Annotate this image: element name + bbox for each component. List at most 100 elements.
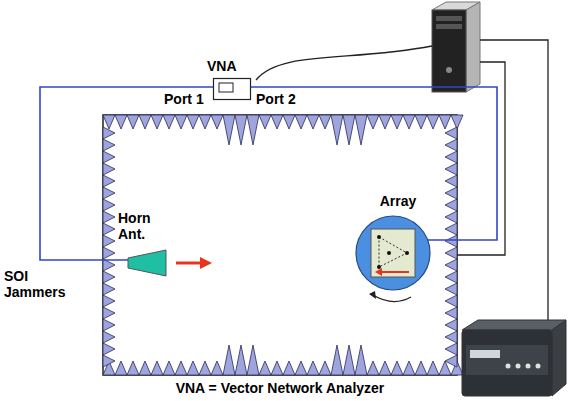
element — [377, 235, 381, 239]
absorber-spike — [445, 283, 457, 295]
absorber-spike — [271, 115, 283, 129]
absorber-spike — [439, 115, 451, 129]
absorber-spike — [103, 199, 115, 211]
absorber-spike — [445, 247, 457, 259]
source-label: SOI Jammers — [4, 268, 60, 300]
element — [377, 265, 381, 269]
horn-antenna-shape — [128, 250, 166, 276]
absorber-spike — [103, 139, 115, 151]
absorber-spike — [175, 361, 187, 375]
absorber-spike — [391, 115, 403, 129]
port-label: Port 1 — [164, 91, 212, 107]
absorber-spike — [283, 361, 295, 375]
absorber-spike — [187, 361, 199, 375]
absorber-spike — [115, 115, 127, 129]
vna-outline — [214, 79, 251, 100]
absorber-spike — [445, 151, 457, 163]
absorber-spike — [103, 319, 115, 331]
absorber-spike — [445, 199, 457, 211]
absorber-spike — [343, 115, 355, 145]
absorber-spike — [235, 115, 247, 145]
absorber-spike — [343, 345, 355, 375]
absorber-spike — [103, 223, 115, 235]
axis-arrow — [381, 271, 409, 273]
absorber-spike — [445, 139, 457, 151]
absorber-spikes — [103, 115, 463, 375]
turntable — [356, 216, 430, 290]
absorber-spike — [319, 115, 331, 129]
absorber-spike — [379, 361, 391, 375]
absorber-spike — [199, 361, 211, 375]
absorber-spike — [115, 361, 127, 375]
absorber-spike — [103, 307, 115, 319]
absorber-spike — [307, 115, 319, 129]
rotation-arrow-head — [369, 291, 376, 299]
absorber-spike — [367, 361, 379, 375]
absorber-spike — [139, 361, 151, 375]
rf-cable — [40, 87, 213, 260]
absorber-spike — [103, 283, 115, 295]
absorber-spike — [307, 361, 319, 375]
wave-arrow — [176, 257, 212, 269]
absorber-spike — [445, 187, 457, 199]
absorber-spike — [259, 115, 271, 129]
absorber-spike — [211, 115, 223, 129]
element — [387, 251, 391, 255]
absorber-spike — [445, 343, 457, 355]
absorber-spike — [103, 151, 115, 163]
absorber-spike — [103, 211, 115, 223]
array-board — [371, 229, 415, 277]
absorber-spike — [331, 345, 343, 375]
element — [405, 251, 409, 255]
absorber-spike — [151, 115, 163, 129]
absorber-spike — [103, 175, 115, 187]
rotation-arrow — [373, 295, 411, 302]
absorber-spike — [331, 115, 343, 145]
node-heading: Horn Ant. — [118, 210, 164, 242]
absorber-spike — [445, 355, 457, 367]
absorber-spike — [379, 115, 391, 129]
absorber-spike — [445, 163, 457, 175]
absorber-spike — [271, 361, 283, 375]
absorber-spike — [403, 115, 415, 129]
absorber-spike — [223, 115, 235, 145]
absorber-spike — [127, 361, 139, 375]
absorber-spike — [403, 361, 415, 375]
absorber-spike — [151, 361, 163, 375]
absorber-spike — [163, 361, 175, 375]
horn-antenna: Horn Ant. — [128, 250, 166, 276]
absorber-spike — [445, 295, 457, 307]
node-heading: Array — [373, 193, 423, 209]
absorber-spike — [445, 175, 457, 187]
absorber-spike — [355, 115, 367, 145]
horn-outline — [128, 250, 166, 276]
absorber-spike — [295, 361, 307, 375]
anechoic-chamber — [103, 115, 457, 375]
absorber-spike — [187, 115, 199, 129]
absorber-spike — [103, 355, 115, 367]
absorber-spike — [445, 127, 457, 139]
vna-screen — [219, 83, 233, 92]
absorber-spike — [199, 115, 211, 129]
absorber-spike — [415, 361, 427, 375]
absorber-spike — [211, 361, 223, 375]
absorber-spike — [295, 115, 307, 129]
absorber-spike — [103, 127, 115, 139]
absorber-spike — [427, 115, 439, 129]
absorber-spike — [139, 115, 151, 129]
absorber-spike — [235, 345, 247, 375]
antenna-array-shape — [355, 215, 431, 291]
vna-box: VNA — [213, 78, 251, 100]
node-heading: VNA — [207, 58, 257, 74]
computer-tower — [432, 2, 480, 92]
absorber-spike — [247, 345, 259, 375]
axis-arrow-head — [375, 268, 382, 276]
absorber-spike — [103, 163, 115, 175]
absorber-spike — [445, 259, 457, 271]
port-label: Port 2 — [256, 91, 304, 107]
absorber-spike — [103, 271, 115, 283]
caption: VNA = Vector Network Analyzer — [0, 380, 560, 396]
absorber-spike — [427, 361, 439, 375]
